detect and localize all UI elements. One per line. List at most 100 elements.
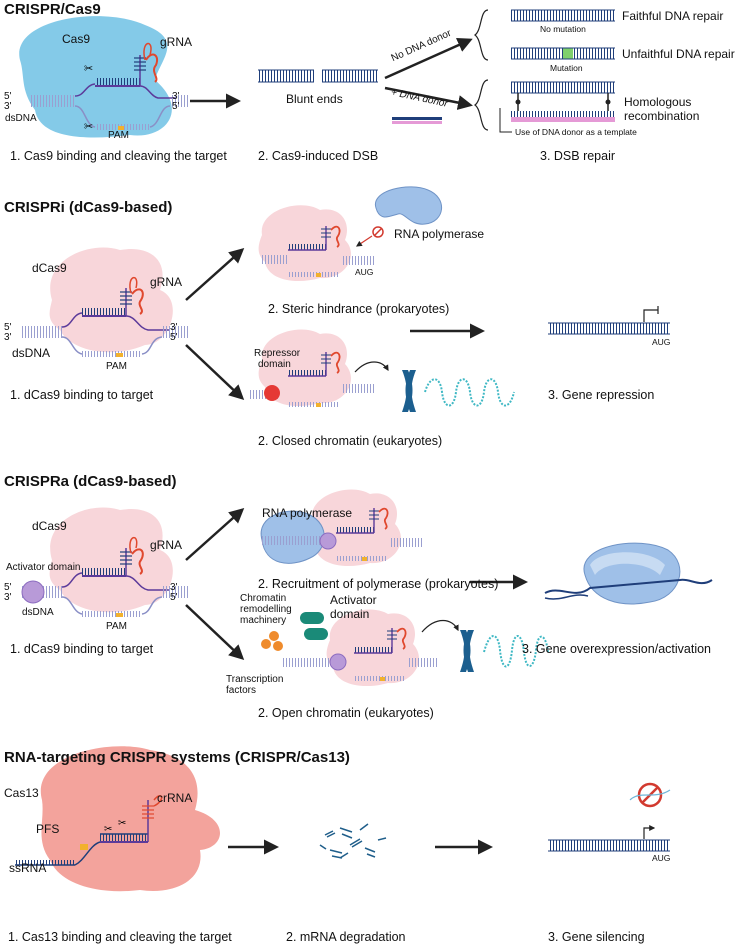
scissors-icon: ✂ — [104, 824, 112, 835]
step-13-1: 1. Cas13 binding and cleaving the target — [8, 930, 232, 944]
label-dcas9-i: dCas9 — [32, 261, 67, 275]
brace — [473, 79, 489, 131]
label-pam: PAM — [108, 130, 129, 141]
step-a-3: 3. Gene overexpression/activation — [522, 642, 711, 656]
section-title-crispra: CRISPRa (dCas9-based) — [4, 473, 177, 490]
open-chromatin-complex — [261, 609, 438, 687]
label-dsdna: dsDNA — [5, 113, 37, 124]
block-icon — [372, 226, 384, 238]
scissors-icon: ✂ — [84, 121, 93, 133]
label-chromatin-2: remodelling — [240, 604, 292, 615]
section-title-crispri: CRISPRi (dCas9-based) — [4, 199, 173, 216]
label-aug-repression: AUG — [652, 337, 671, 347]
label-mutation: Mutation — [550, 63, 583, 73]
label-5prime: 5' — [4, 91, 12, 102]
scissors-icon: ✂ — [84, 63, 93, 75]
label-rna-polymerase-a: RNA polymerase — [262, 506, 353, 520]
arrow — [354, 361, 389, 373]
step-i-2b: 2. Closed chromatin (eukaryotes) — [258, 434, 443, 448]
arrow — [384, 86, 473, 111]
label-5prime-right: 5' — [172, 101, 180, 112]
scissors-icon: ✂ — [118, 818, 126, 829]
label-ssrna: ssRNA — [9, 861, 47, 875]
dcas9-repressor-complex — [250, 329, 376, 407]
closed-chromatin — [424, 378, 515, 407]
label-blunt-ends: Blunt ends — [286, 92, 343, 106]
polymerase-recruitment-complex — [260, 489, 424, 567]
step-cas9-3: 3. DSB repair — [540, 149, 616, 163]
label-pfs: PFS — [36, 822, 60, 836]
arrow — [185, 344, 245, 401]
arrow — [185, 508, 245, 561]
open-chromatin — [483, 635, 549, 668]
repressor-domain — [264, 385, 280, 401]
label-repressor-1: Repressor — [254, 348, 301, 359]
label-aug-top: AUG — [355, 267, 374, 277]
label-5prime-right-i: 5' — [170, 332, 178, 343]
label-5prime-a: 5' — [4, 582, 12, 593]
label-dcas9-a: dCas9 — [32, 519, 67, 533]
arrow — [185, 248, 245, 301]
label-cas13: Cas13 — [4, 786, 39, 800]
label-3prime-i: 3' — [4, 332, 12, 343]
activator-domain — [21, 580, 45, 604]
dcas9-steric-complex — [258, 205, 376, 282]
arrow — [421, 619, 459, 633]
label-3prime-right: 3' — [172, 91, 180, 102]
label-activator-1: Activator — [330, 593, 377, 607]
label-pam-a: PAM — [106, 621, 127, 632]
cas9-complex: ✂ ✂ — [19, 16, 190, 138]
label-aug-cas13: AUG — [652, 853, 671, 863]
silenced-gene-dna — [548, 825, 670, 852]
chromatin-remodeller — [300, 612, 324, 624]
rna-polymerase-icon — [375, 186, 443, 225]
label-unfaithful: Unfaithful DNA repair — [622, 47, 735, 61]
label-repressor-2: domain — [258, 359, 291, 370]
label-grna-a: gRNA — [150, 538, 183, 552]
faithful-repair-dna — [511, 9, 615, 22]
forbidden-icon — [629, 782, 671, 808]
label-activator-domain-a: Activator domain — [6, 562, 81, 573]
step-cas9-1: 1. Cas9 binding and cleaving the target — [10, 149, 227, 163]
label-3prime: 3' — [4, 101, 12, 112]
transcription-factor — [261, 639, 271, 649]
brace — [473, 9, 489, 61]
transcription-start-arrow-icon — [643, 825, 656, 839]
label-tf-1: Transcription — [226, 674, 284, 685]
label-3prime-right-i: 3' — [170, 322, 178, 333]
label-chromatin-3: machinery — [240, 615, 287, 626]
step-a-1: 1. dCas9 binding to target — [10, 642, 154, 656]
section-title-cas9: CRISPR/Cas9 — [4, 1, 101, 18]
step-13-2: 2. mRNA degradation — [286, 930, 406, 944]
step-13-3: 3. Gene silencing — [548, 930, 645, 944]
label-3prime-right-a: 3' — [170, 582, 178, 593]
repressed-gene-dna — [548, 306, 670, 335]
label-pam-i: PAM — [106, 361, 127, 372]
label-no-mutation: No mutation — [540, 24, 586, 34]
step-a-2a: 2. Recruitment of polymerase (prokaryote… — [258, 577, 499, 591]
label-grna-i: gRNA — [150, 275, 183, 289]
label-cas9: Cas9 — [62, 32, 91, 46]
step-a-2b: 2. Open chromatin (eukaryotes) — [258, 706, 434, 720]
dcas9-complex-a — [20, 507, 188, 617]
label-dsdna-a: dsDNA — [22, 607, 54, 618]
dcas9-complex-i — [20, 247, 188, 357]
arrow — [185, 604, 245, 661]
donor-dna — [392, 121, 442, 124]
unfaithful-repair-dna — [511, 47, 615, 60]
blunt-ends-dna — [258, 69, 378, 83]
homologous-recombination-dna — [499, 81, 615, 133]
label-homologous: Homologous — [624, 95, 692, 109]
step-i-2a: 2. Steric hindrance (prokaryotes) — [268, 302, 450, 316]
label-crrna: crRNA — [157, 791, 193, 805]
label-activator-2: domain — [330, 607, 370, 621]
arrow — [384, 38, 473, 80]
label-dsdna-i: dsDNA — [12, 346, 51, 360]
activated-gene-polymerase — [544, 542, 713, 605]
label-donor-template: Use of DNA donor as a template — [515, 127, 637, 137]
section-title-cas13: RNA-targeting CRISPR systems (CRISPR/Cas… — [4, 749, 350, 766]
step-i-1: 1. dCas9 binding to target — [10, 388, 154, 402]
transcription-start-blocked-icon — [643, 309, 658, 322]
label-rna-polymerase-i: RNA polymerase — [394, 227, 485, 241]
